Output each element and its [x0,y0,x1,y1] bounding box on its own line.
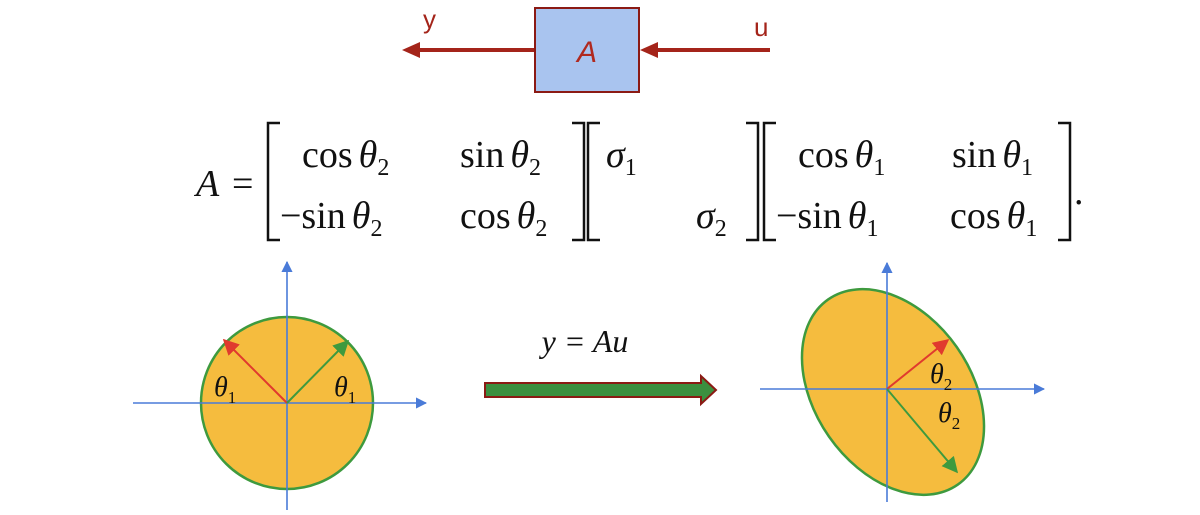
left-green-vector [286,339,350,404]
equation-period: . [1074,171,1084,213]
matrix1-left-bracket [266,121,280,242]
right-plot: θ2 θ2 [760,261,1046,502]
block-label: A [575,36,597,69]
matrix3-right-bracket [1058,121,1072,242]
transform-arrow [484,373,718,407]
input-arrowhead [640,42,658,58]
transform: y = Au [484,323,718,407]
right-theta-label-upper: θ2 [930,359,952,394]
sigma-1: σ1 [606,134,637,181]
input-label: u [754,12,768,42]
equation-lhs: A [193,163,220,205]
left-theta-label-right: θ1 [334,372,356,407]
matrix1-right-bracket [572,121,586,242]
sigma-2: σ2 [696,195,727,242]
matrix3-left-bracket [762,121,776,242]
transform-label: y = Au [539,323,629,359]
equation-equals: = [232,163,253,205]
output-label: y [423,4,436,34]
matrix2-right-bracket [746,121,760,242]
matrix2-left-bracket [586,121,600,242]
left-red-vector [222,338,288,404]
right-green-vector [886,388,959,474]
system-block [534,7,640,93]
block-diagram: y A u [402,4,770,93]
right-theta-label-lower: θ2 [938,398,960,433]
left-theta-label-left: θ1 [214,372,236,407]
left-plot: θ1 θ1 [133,260,428,510]
output-arrowhead [402,42,420,58]
right-red-vector [886,338,950,390]
